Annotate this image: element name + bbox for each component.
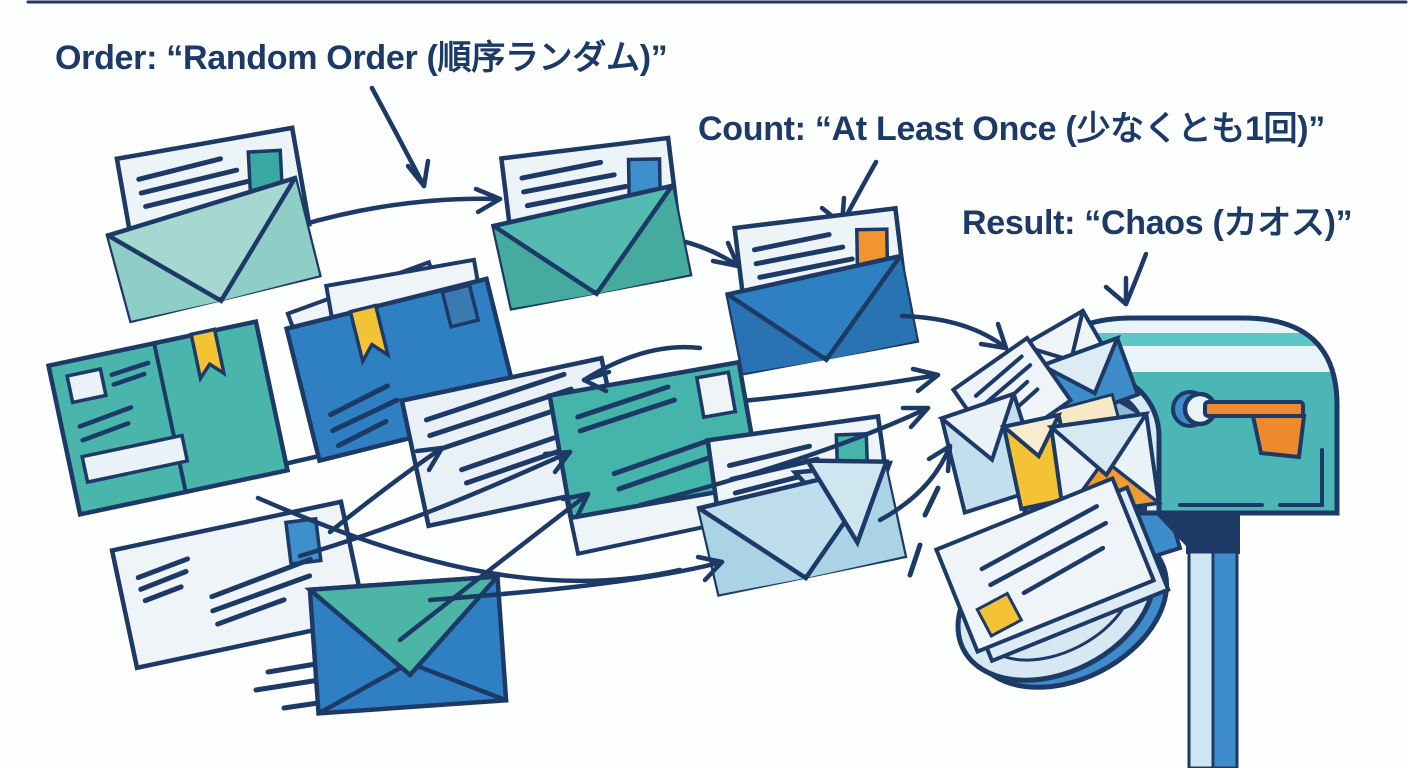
- mailbox-detail-lines: [1178, 448, 1324, 507]
- spilled-card: [933, 475, 1171, 664]
- mailbox-post: [1186, 508, 1240, 768]
- mailbox-hinge-shadow: [1150, 508, 1186, 546]
- overflowing-mailbox-icon: [933, 308, 1340, 768]
- postcard-teal-icon: [45, 318, 291, 518]
- flat-envelope-white-icon: [109, 499, 369, 671]
- open-envelope-teal2-icon: [490, 135, 693, 311]
- open-envelope-lightblue-icon: [696, 413, 908, 597]
- label-count: Count: “At Least Once (少なくとも1回)”: [698, 110, 1325, 148]
- label-order: Order: “Random Order (順序ランダム)”: [55, 39, 668, 77]
- chaotic-flow-arrows: [255, 313, 1009, 643]
- mailbox-flag: [1171, 390, 1307, 460]
- open-envelope-blue-icon: [725, 205, 920, 376]
- open-envelope-teal-icon: [105, 125, 322, 324]
- label-result: Result: “Chaos (カオス)”: [962, 204, 1353, 242]
